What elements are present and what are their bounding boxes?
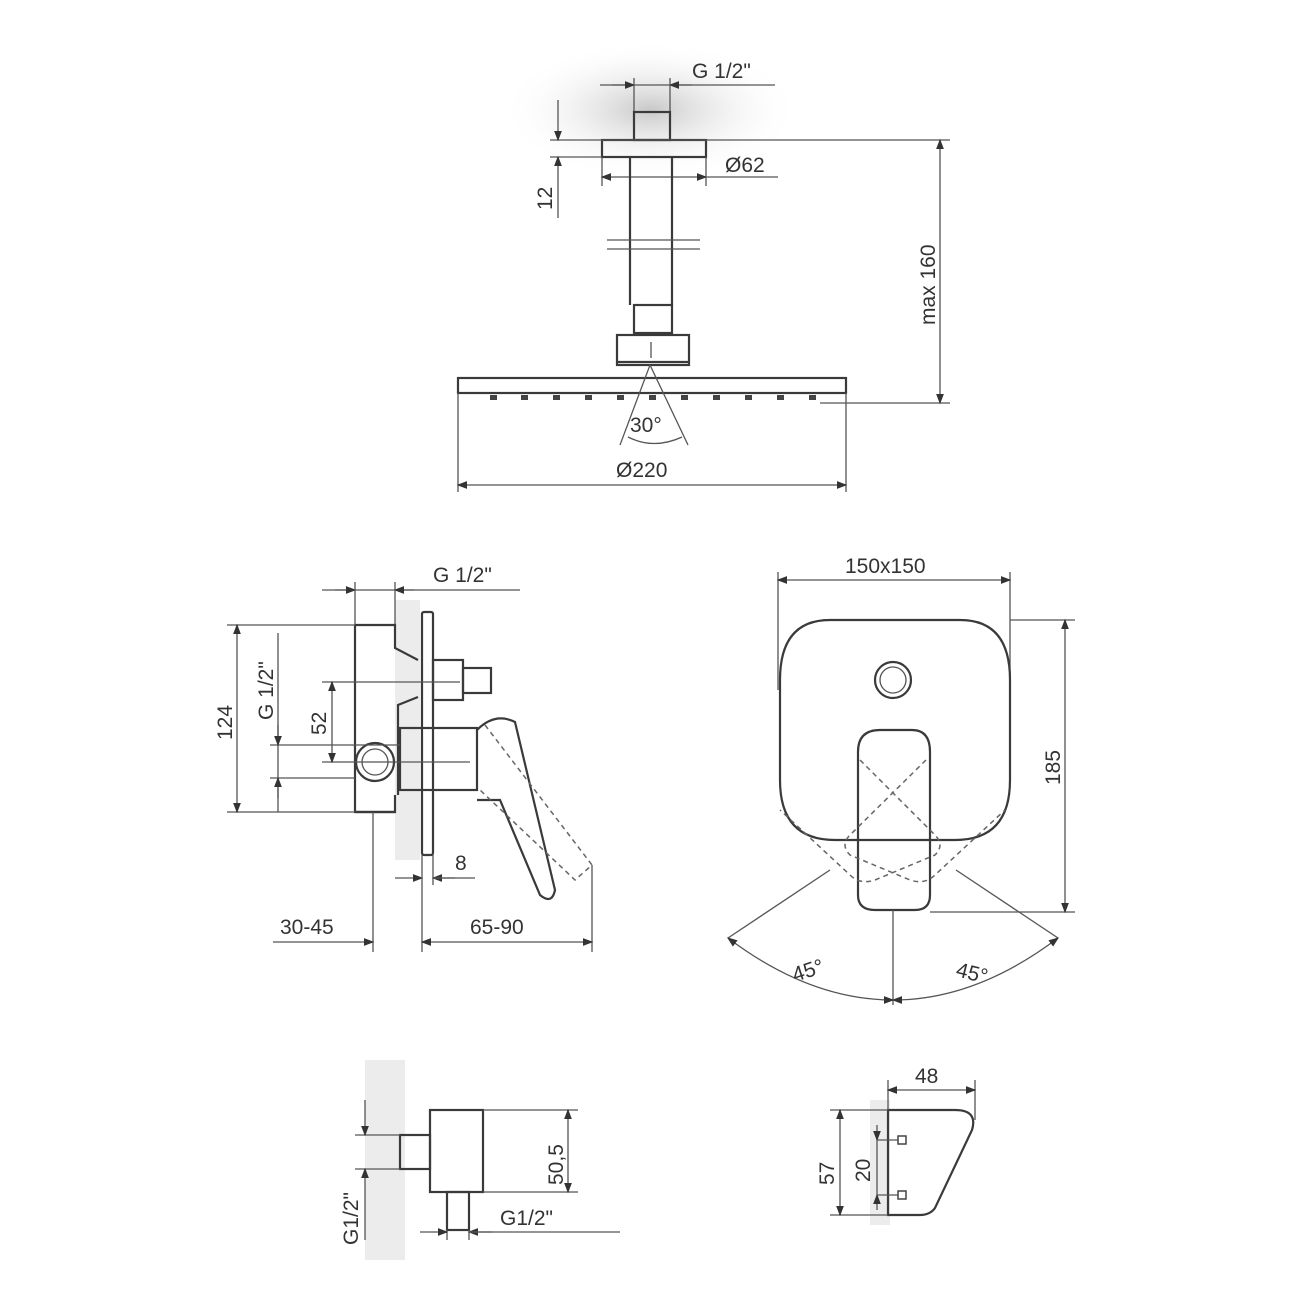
height-label: 124 <box>214 705 237 740</box>
left-angle-label: 45° <box>789 955 826 987</box>
front-height-label: 185 <box>1042 750 1065 785</box>
outlet-height-label: 50,5 <box>545 1144 568 1185</box>
top-thread-label: G 1/2" <box>433 564 492 587</box>
thread-label: G 1/2" <box>692 60 751 83</box>
flange-thickness-label: 12 <box>534 187 557 210</box>
holder-height-label: 57 <box>816 1162 839 1185</box>
flange-diameter-label: Ø62 <box>725 154 765 177</box>
mixer-side-view-drawing: G 1/2" 124 G 1/2" 52 8 30-45 <box>214 564 594 952</box>
projection-label: 65-90 <box>470 916 524 939</box>
outlet-spacing-label: 52 <box>308 712 331 735</box>
wall-outlet-drawing: 50,5 G1/2" G1/2" <box>340 1060 620 1260</box>
install-depth-label: 30-45 <box>280 916 334 939</box>
right-angle-label: 45° <box>954 959 990 989</box>
bottom-thread-label: G1/2" <box>500 1207 553 1230</box>
nozzles <box>490 395 816 400</box>
shower-holder-drawing: 48 57 20 <box>816 1065 977 1225</box>
mixer-front-view-drawing: 150x150 185 45° 45° <box>726 555 1075 1005</box>
holder-width-label: 48 <box>915 1065 938 1088</box>
plate-thickness-label: 8 <box>455 852 467 875</box>
spray-angle-label: 30° <box>630 414 662 437</box>
max-length-label: max 160 <box>917 244 940 325</box>
ceiling-shower-drawing: G 1/2" 12 Ø62 max 160 <box>456 40 950 492</box>
plate-size-label: 150x150 <box>845 555 926 578</box>
head-diameter-label: Ø220 <box>616 459 667 482</box>
pin-spacing-label: 20 <box>852 1159 875 1182</box>
side-thread-label: G 1/2" <box>255 661 278 720</box>
side-thread-label: G1/2" <box>340 1192 363 1245</box>
